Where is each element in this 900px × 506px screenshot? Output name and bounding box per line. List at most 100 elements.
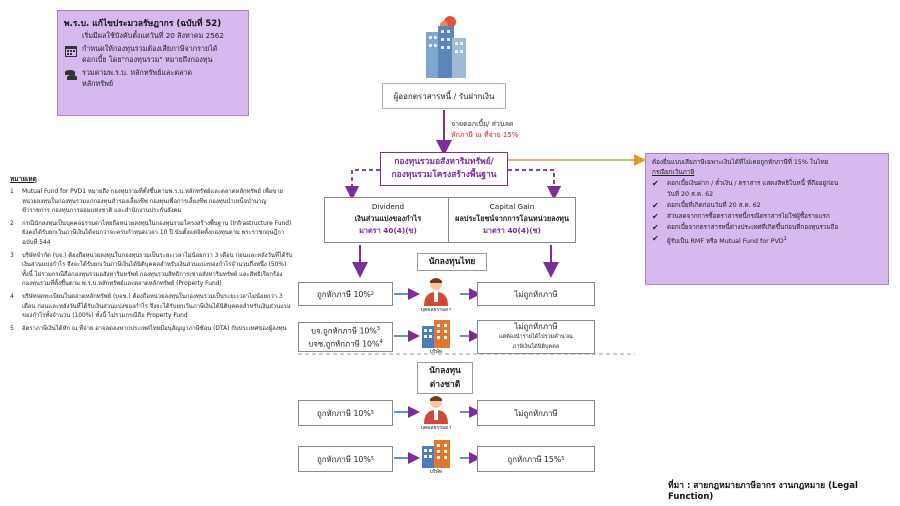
footnotes: หมายเหตุ 1 Mutual Fund for PVD1 หมายถึง ก…	[10, 175, 293, 334]
thai-individual-dividend-tax: ถูกหักภาษี 10%2	[298, 282, 393, 306]
conditions-exceptions-head: กรณียกเว้นภาษี	[652, 169, 695, 176]
foreign-company-dividend-tax: ถูกหักภาษี 10%5	[298, 446, 393, 472]
foreign-label-line-1: นักลงทุน	[429, 366, 461, 376]
foreign-individual-dividend-tax: ถูกหักภาษี 10%5	[298, 400, 393, 426]
issuer-box: ผู้ออกตราสารหนี้ / รับฝากเงิน	[382, 83, 506, 109]
condition-item: ✔ ผู้รับเป็น RMF หรือ Mutual Fund for PVD…	[652, 234, 882, 247]
footnote-number: 5	[10, 326, 14, 333]
thai-co-div-1-sup: 3	[376, 326, 380, 333]
footnote-item: 4 บริษัทจดทะเบียนในตลาดหลักทรัพย์ (บจช.) …	[10, 293, 293, 321]
source-credit: ที่มา : สายกฎหมายภาษีอากร งานกฎหมาย (Leg…	[668, 481, 858, 502]
foreign-individual-caption: บุคคลธรรมดา	[420, 425, 452, 431]
individual-caption: บุคคลธรรมดา	[420, 307, 452, 313]
thai-co-div-2-sup: 4	[379, 339, 383, 345]
condition-text: ดอกเบี้ยที่เกิดก่อนวันที่ 20 ส.ค. 62	[667, 202, 761, 209]
law-point-1: กำหนดให้กองทุนรวมต้องเสียภาษีจากรายได้ ด…	[64, 43, 242, 65]
footnote-number: 3	[10, 253, 14, 260]
cg-section: มาตรา 40(4)(ช)	[483, 226, 541, 235]
condition-item: ✔ ดอกเบี้ยเงินฝาก / ตั๋วเงิน / ตราสาร แสด…	[652, 179, 882, 189]
law-point-1-line-2: ดอกเบี้ย โดย"กองทุนรวม" หมายถึงกองทุน	[82, 55, 213, 64]
company-caption: บริษัท	[429, 349, 443, 355]
cg-en: Capital Gain	[489, 202, 535, 211]
footnote-number: 1	[10, 189, 14, 196]
foreign-company-building-icon	[422, 440, 450, 468]
foreign-company-caption: บริษัท	[429, 469, 443, 475]
dividend-section: มาตรา 40(4)(ข)	[359, 226, 417, 235]
condition-sup: 1	[783, 236, 787, 242]
for-co-cg-text: ถูกหักภาษี 15%	[507, 454, 562, 464]
thai-co-div-2: บจช.ถูกหักภาษี 10%	[308, 339, 380, 349]
law-info-box: พ.ร.บ. แก้ไขประมวลรัษฎากร (ฉบับที่ 52) เ…	[57, 10, 249, 116]
thai-ind-div-sup: 2	[370, 290, 374, 297]
fund-to-cg-arrow	[508, 169, 562, 201]
thai-individual-cg-tax: ไม่ถูกหักภาษี	[477, 282, 595, 306]
check-icon: ✔	[652, 234, 659, 243]
footnote-number: 2	[10, 221, 14, 228]
footnote-text: Mutual Fund for PVD1 หมายถึง กองทุนรวมที…	[22, 189, 284, 214]
thai-company-dividend-tax: บจ.ถูกหักภาษี 10%3 บจช.ถูกหักภาษี 10%4	[298, 322, 393, 352]
check-icon: ✔	[652, 179, 659, 188]
dividend-th: เงินส่วนแบ่งของกำไร	[354, 214, 422, 223]
law-title: พ.ร.บ. แก้ไขประมวลรัษฎากร (ฉบับที่ 52)	[64, 19, 222, 29]
dividend-en: Dividend	[371, 202, 405, 211]
condition-item: ✔ ดอกเบี้ยที่เกิดก่อนวันที่ 20 ส.ค. 62	[652, 201, 882, 211]
condition-item-cont: วันที่ 20 ส.ค. 62	[652, 190, 882, 200]
building-icon	[426, 16, 466, 78]
thai-ind-div-text: ถูกหักภาษี 10%	[317, 289, 371, 299]
individual-person-icon	[424, 278, 448, 306]
condition-text: วันที่ 20 ส.ค. 62	[667, 191, 714, 198]
calendar-icon	[65, 46, 77, 57]
for-ind-cg-text: ไม่ถูกหักภาษี	[514, 408, 558, 418]
condition-text: ส่วนลดจากการซื้อตราสารหนี้กรณีตราสารไม่ใ…	[667, 213, 830, 220]
footnote-item: 1 Mutual Fund for PVD1 หมายถึง กองทุนรวมท…	[10, 188, 293, 216]
law-effective-date: เริ่มมีผลใช้บังคับตั้งแต่วันที่ 20 สิงหา…	[82, 31, 224, 40]
foreign-label-line-2: ต่างชาติ	[429, 380, 461, 390]
footnote-text: อัตราภาษีเงินได้หัก ณ ที่จ่าย อาจลดลงหาก…	[22, 326, 287, 333]
condition-item: ✔ ดอกเบี้ยจากตราสารหนี้ต่างประเทศที่เกิดข…	[652, 223, 882, 233]
condition-text: ดอกเบี้ยจากตราสารหนี้ต่างประเทศที่เกิดขึ…	[667, 224, 839, 231]
check-icon: ✔	[652, 201, 659, 210]
company-building-icon	[422, 320, 450, 348]
thai-investor-label: นักลงทุนไทย	[417, 253, 487, 271]
footnote-item: 5 อัตราภาษีเงินได้หัก ณ ที่จ่าย อาจลดลงหา…	[10, 325, 293, 334]
for-co-div-text: ถูกหักภาษี 10%	[317, 454, 371, 464]
footnote-number: 4	[10, 294, 14, 301]
cg-th: ผลประโยชน์จากการโอนหน่วยลงทุน	[455, 214, 569, 223]
foreign-individual-cg-tax: ไม่ถูกหักภาษี	[477, 400, 595, 426]
thai-company-cg-tax: ไม่ถูกหักภาษี แต่ต้องนำรายได้ไปรวมคำนวณ …	[477, 320, 595, 354]
footnotes-head: หมายเหตุ	[10, 175, 37, 183]
check-icon: ✔	[652, 212, 659, 221]
condition-text: ผู้รับเป็น RMF หรือ Mutual Fund for PVD	[667, 238, 784, 246]
footnote-item: 2 กรณีนักลงทุนเป็นบุคคลธรรมดาไทยถือหน่วยล…	[10, 220, 293, 248]
footnote-text: กรณีนักลงทุนเป็นบุคคลธรรมดาไทยถือหน่วยลง…	[22, 221, 292, 246]
coins-icon	[65, 70, 77, 80]
issuer-label: ผู้ออกตราสารหนี้ / รับฝากเงิน	[393, 91, 495, 101]
for-ind-div-text: ถูกหักภาษี 10%	[317, 408, 371, 418]
condition-text: ดอกเบี้ยเงินฝาก / ตั๋วเงิน / ตราสาร แสดง…	[667, 180, 839, 187]
dividend-box: Dividend เงินส่วนแบ่งของกำไร มาตรา 40(4)…	[324, 197, 452, 243]
law-point-2-line-2: หลักทรัพย์	[82, 79, 114, 88]
footnote-text: บริษัทจดทะเบียนในตลาดหลักทรัพย์ (บจช.) ต…	[22, 294, 291, 319]
law-point-1-line-1: กำหนดให้กองทุนรวมต้องเสียภาษีจากรายได้	[82, 44, 218, 53]
for-ind-div-sup: 5	[370, 409, 374, 416]
capital-gain-box: Capital Gain ผลประโยชน์จากการโอนหน่วยลงท…	[448, 197, 576, 243]
law-point-2: รวมตามพ.ร.บ. หลักทรัพย์และตลาด หลักทรัพย…	[64, 67, 242, 89]
withholding-label: หักภาษี ณ ที่จ่าย 15%	[451, 131, 519, 139]
thai-co-div-1: บจ.ถูกหักภาษี 10%	[311, 327, 377, 336]
foreign-individual-person-icon	[424, 396, 448, 424]
conditions-box: ต้องยื่นแบบเสียภาษีเฉพาะเงินได้ที่ไม่เคย…	[645, 153, 889, 285]
fund-line-2: กองทุนรวมโครงสร้างพื้นฐาน	[391, 170, 497, 180]
thai-co-cg-2: แต่ต้องนำรายได้ไปรวมคำนวณ	[499, 334, 573, 340]
thai-co-cg-3: ภาษีเงินได้นิติบุคคล	[512, 344, 560, 350]
for-co-cg-sup: 5	[561, 455, 565, 462]
fund-box: กองทุนรวมอสังหาริมทรัพย์/ กองทุนรวมโครงส…	[380, 152, 508, 186]
law-point-2-line-1: รวมตามพ.ร.บ. หลักทรัพย์และตลาด	[82, 68, 193, 77]
conditions-intro: ต้องยื่นแบบเสียภาษีเฉพาะเงินได้ที่ไม่เคย…	[652, 159, 829, 166]
interest-label: จ่ายดอกเบี้ย/ ส่วนลด	[451, 120, 514, 128]
foreign-company-cg-tax: ถูกหักภาษี 15%5	[477, 446, 595, 472]
condition-item: ✔ ส่วนลดจากการซื้อตราสารหนี้กรณีตราสารไม่…	[652, 212, 882, 222]
for-co-div-sup: 5	[370, 455, 374, 462]
check-icon: ✔	[652, 223, 659, 232]
